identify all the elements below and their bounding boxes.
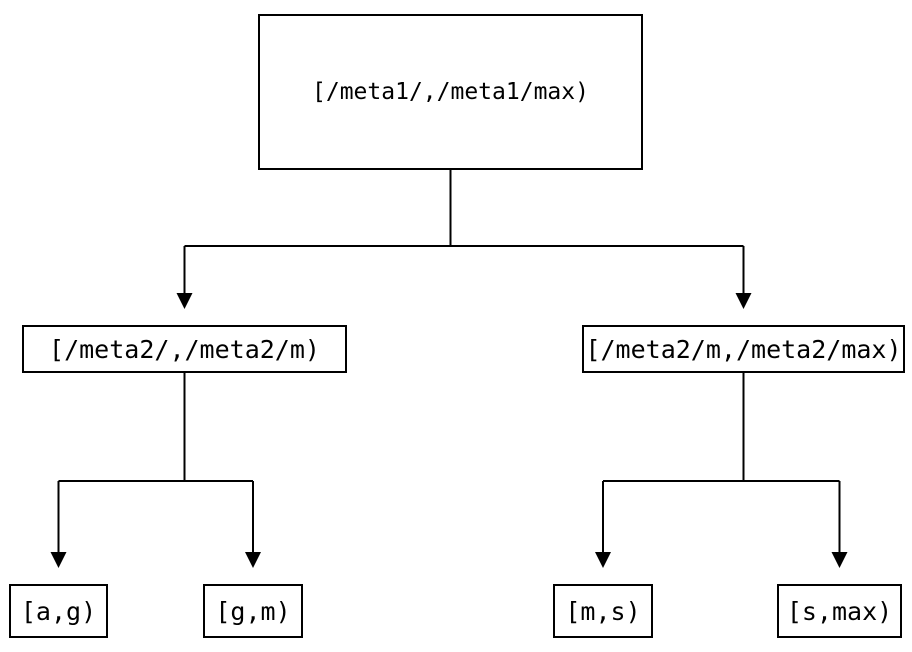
tree-node-root: [/meta1/,/meta1/max) xyxy=(258,14,643,170)
edge-root-trunk xyxy=(183,170,745,294)
edge-group-meta2-low-children xyxy=(50,373,261,568)
tree-node-leaf-m-s: [m,s) xyxy=(553,584,653,638)
arrowhead-meta2-low xyxy=(176,293,193,309)
arrowhead-leaf-ag xyxy=(50,552,67,568)
tree-node-leaf-s-max: [s,max) xyxy=(777,584,902,638)
edge-meta2-low-trunk xyxy=(57,373,254,553)
arrowhead-leaf-gm xyxy=(245,552,261,568)
edge-group-root-children xyxy=(176,170,752,309)
edge-group-meta2-high-children xyxy=(595,373,848,568)
tree-node-leaf-a-g: [a,g) xyxy=(9,584,108,638)
edge-meta2-high-trunk xyxy=(602,373,841,553)
tree-node-meta2-high: [/meta2/m,/meta2/max) xyxy=(582,325,905,373)
tree-node-meta2-low: [/meta2/,/meta2/m) xyxy=(22,325,347,373)
arrowhead-leaf-ms xyxy=(595,552,611,568)
arrowhead-meta2-high xyxy=(735,293,752,309)
arrowhead-leaf-smax xyxy=(831,552,848,568)
tree-node-leaf-g-m: [g,m) xyxy=(203,584,303,638)
